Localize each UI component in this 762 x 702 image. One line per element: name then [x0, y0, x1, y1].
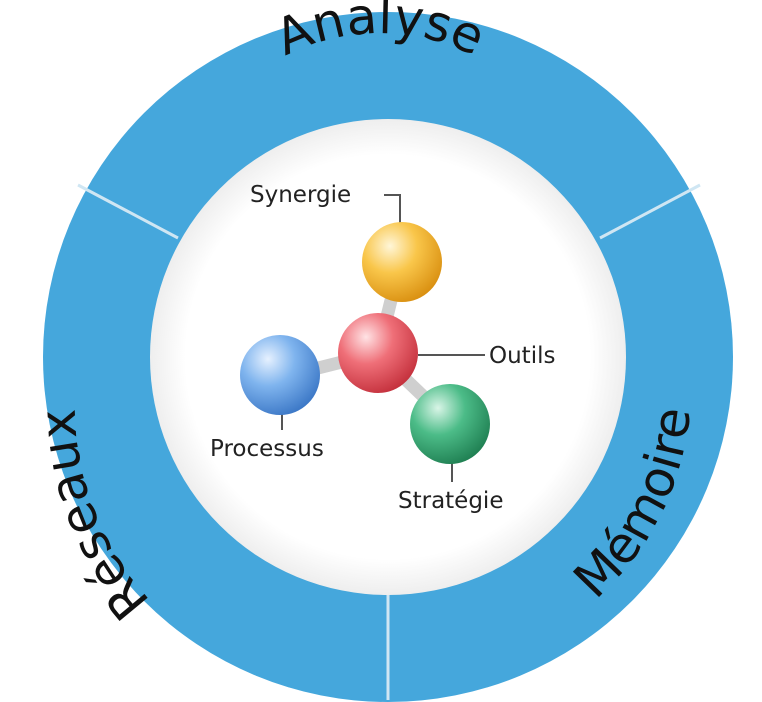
label-outils: Outils: [489, 343, 555, 369]
label-strategie: Stratégie: [398, 488, 503, 514]
divider-top-right: [599, 183, 701, 240]
label-synergie: Synergie: [250, 182, 351, 208]
divider-top-left: [77, 183, 179, 240]
node-synergie: [362, 222, 442, 302]
node-outils: [338, 313, 418, 393]
label-processus: Processus: [210, 436, 324, 462]
leader-synergie: [384, 194, 401, 235]
node-strategie: [410, 384, 490, 464]
node-processus: [240, 335, 320, 415]
